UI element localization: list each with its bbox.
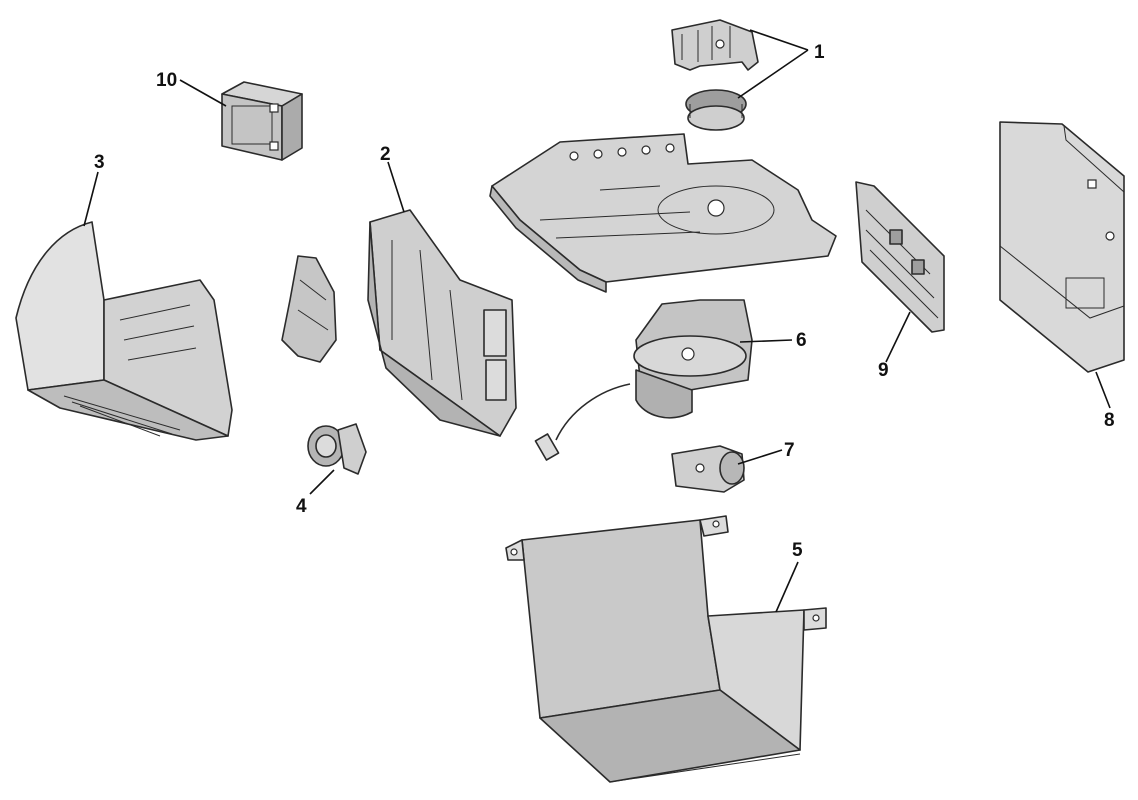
callout-3: 3: [94, 152, 105, 173]
callout-7: 7: [784, 440, 795, 461]
chassis-plate-part: [489, 133, 837, 293]
bracket-part: [281, 255, 337, 363]
light-socket-part: [307, 423, 367, 475]
drive-gear-part: [671, 19, 759, 131]
callout-9: 9: [878, 360, 889, 381]
light-lens-part: [15, 221, 233, 441]
callout-8: 8: [1104, 410, 1115, 431]
callout-6: 6: [796, 330, 807, 351]
wire-harness-cover-part: [367, 209, 517, 437]
cover-housing-part: [505, 515, 827, 783]
transformer-module-part: [221, 81, 303, 161]
callout-4: 4: [296, 496, 307, 517]
end-panel-part: [999, 121, 1125, 373]
logic-board-part: [855, 181, 945, 333]
motor-assembly-part: [534, 299, 753, 461]
callout-5: 5: [792, 540, 803, 561]
callout-labels: 1 2 3 4 5 6 7 8 9 10: [94, 42, 1115, 561]
leader-lines: [83, 29, 1111, 613]
callout-2: 2: [380, 144, 391, 165]
callout-10: 10: [156, 70, 177, 91]
travel-module-part: [671, 445, 745, 493]
callout-1: 1: [814, 42, 825, 63]
